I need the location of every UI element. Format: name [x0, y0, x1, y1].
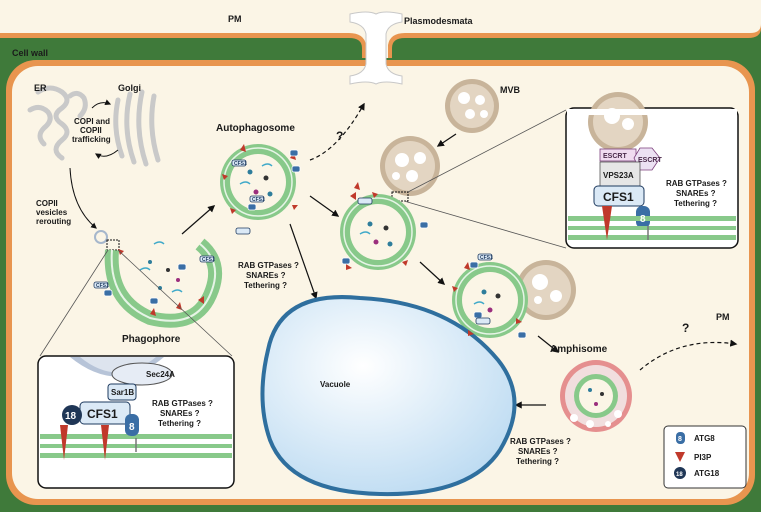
question-mark-right: ?	[682, 321, 689, 335]
question-tether-right: Tethering ?	[674, 199, 717, 208]
sec24a-label: Sec24A	[146, 370, 175, 379]
legend	[663, 425, 747, 489]
escrt-label-1: ESCRT	[603, 153, 627, 160]
copi-arrow-bottom	[94, 149, 119, 160]
mvb	[445, 79, 499, 133]
atg8-left-label: 8	[129, 422, 135, 433]
sar1b-label: Sar1B	[111, 388, 134, 397]
er-icon	[27, 85, 88, 161]
fusing-autophagosome	[340, 194, 416, 270]
copii-vesicle	[94, 230, 108, 244]
phagophore	[104, 238, 222, 328]
phagophore-label: Phagophore	[122, 334, 181, 345]
cfs1-tag-text-3: CFS1	[234, 161, 247, 167]
escrt-label-2: ESCRT	[638, 157, 662, 164]
zoom-lines-left	[39, 249, 233, 357]
inset-left	[37, 355, 235, 489]
atg8-right-label: 8	[640, 214, 646, 225]
legend-atg8-glyph: 8	[678, 436, 682, 443]
amphisome-label: Amphisome	[550, 344, 608, 355]
amphisome-forming	[452, 260, 576, 338]
arrow-fusing-to-amphisome-forming	[419, 261, 446, 285]
cfs1-right-label: CFS1	[603, 190, 634, 204]
cfs1-left-label: CFS1	[87, 407, 118, 421]
question-snare-bottom: SNAREs ?	[518, 447, 558, 456]
copi-label-2: COPII	[80, 126, 102, 135]
cfs1-tag-text-1: CFS1	[96, 283, 109, 289]
autophagosome-label: Autophagosome	[216, 123, 295, 134]
legend-atg18-label: ATG18	[694, 469, 720, 478]
arrow-amphisome-to-pm	[639, 339, 738, 371]
question-snare-left: SNAREs ?	[160, 409, 200, 418]
amphisome	[560, 360, 632, 432]
vps23a-label: VPS23A	[603, 171, 634, 180]
cfs1-tag-text-2: CFS1	[202, 257, 215, 263]
copii-vesicles-label-3: rerouting	[36, 217, 71, 226]
atg18-left-label: 18	[65, 411, 77, 422]
vacuole	[260, 295, 517, 497]
question-snare-right: SNAREs ?	[676, 189, 716, 198]
pm-right-label: PM	[716, 312, 730, 322]
question-rab-left: RAB GTPases ?	[152, 399, 213, 408]
vacuole-label: Vacuole	[320, 380, 351, 389]
plasmodesmata-channel	[349, 11, 403, 85]
arrow-mvb-to-fusing	[436, 133, 457, 147]
legend-atg18-icon	[674, 467, 686, 479]
zoom-box-right	[391, 191, 409, 202]
legend-atg8-label: ATG8	[694, 434, 715, 443]
mvb-label: MVB	[500, 85, 521, 95]
golgi-label: Golgi	[118, 83, 141, 93]
cfs1-tag-text-4: CFS1	[252, 197, 265, 203]
legend-pi3p-icon	[675, 452, 685, 462]
copii-vesicles-label-2: vesicles	[36, 208, 68, 217]
er-label: ER	[34, 83, 47, 93]
plasmodesmata-label: Plasmodesmata	[404, 16, 474, 26]
question-tether-left: Tethering ?	[158, 419, 201, 428]
legend-atg18-glyph: 18	[676, 472, 683, 478]
cfs1-tag-text-5: CFS1	[480, 255, 493, 261]
mvb-docking	[380, 136, 440, 196]
copii-vesicles-label-1: COPII	[36, 199, 58, 208]
golgi-icon	[113, 89, 161, 167]
pi3p-markers	[118, 144, 522, 336]
question-mark-top: ?	[336, 129, 343, 143]
arrow-autophagosome-to-vacuole	[289, 223, 318, 300]
arrow-to-amphisome	[537, 335, 560, 353]
question-rab-bottom: RAB GTPases ?	[510, 437, 571, 446]
pm-top-label: PM	[228, 14, 242, 24]
zoom-box-left	[106, 239, 120, 251]
cfs1-tags	[93, 159, 493, 325]
copi-label-3: trafficking	[72, 135, 111, 144]
arrow-autophagosome-to-fusing	[309, 195, 340, 217]
arrow-phagophore-to-autophagosome	[181, 205, 216, 235]
inset-right	[565, 92, 739, 249]
legend-atg8-icon	[676, 432, 685, 444]
question-tether-bottom: Tethering ?	[516, 457, 559, 466]
question-rab-right: RAB GTPases ?	[666, 179, 727, 188]
zoom-lines-right	[403, 109, 567, 249]
copi-arrow-top	[91, 99, 112, 109]
copi-label-1: COPI and	[74, 117, 110, 126]
copii-rerouting-arrow	[69, 167, 97, 229]
legend-pi3p-label: PI3P	[694, 453, 712, 462]
question-snare-mid: SNAREs ?	[246, 271, 286, 280]
question-tether-mid: Tethering ?	[244, 281, 287, 290]
question-rab-mid: RAB GTPases ?	[238, 261, 299, 270]
cell-wall-label: Cell wall	[12, 48, 48, 58]
